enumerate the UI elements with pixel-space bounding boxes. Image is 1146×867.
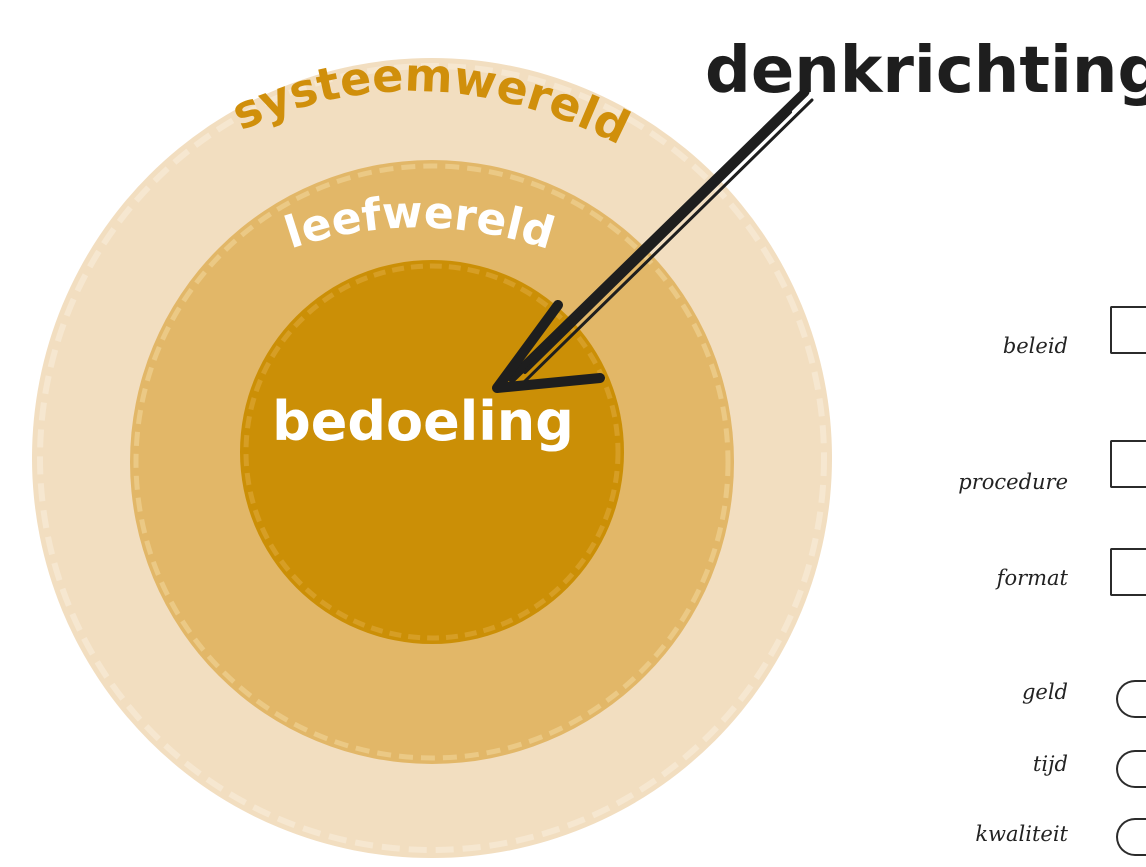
circle-icon: [1116, 680, 1146, 718]
circle-icon: [1116, 818, 1146, 856]
list-label-procedure: procedure: [958, 470, 1068, 494]
circle-icon: [1116, 750, 1146, 788]
diagram-title: denkrichting: [705, 34, 1146, 108]
arrow-icon: [492, 87, 814, 393]
document-icon: [1110, 306, 1146, 354]
inner-ring-bedoeling: [240, 260, 624, 644]
middle-ring-texture: [133, 163, 731, 761]
list-label-tijd: tijd: [1032, 752, 1068, 776]
list-label-beleid: beleid: [1002, 334, 1068, 358]
inner-ring-label: bedoeling: [272, 390, 574, 453]
document-icon: [1110, 440, 1146, 488]
outer-ring-texture: [37, 63, 827, 853]
list-label-geld: geld: [1021, 680, 1068, 704]
document-icon: [1110, 548, 1146, 596]
list-label-kwaliteit: kwaliteit: [975, 822, 1068, 846]
inner-ring-texture: [243, 263, 621, 641]
list-label-format: format: [996, 566, 1068, 590]
